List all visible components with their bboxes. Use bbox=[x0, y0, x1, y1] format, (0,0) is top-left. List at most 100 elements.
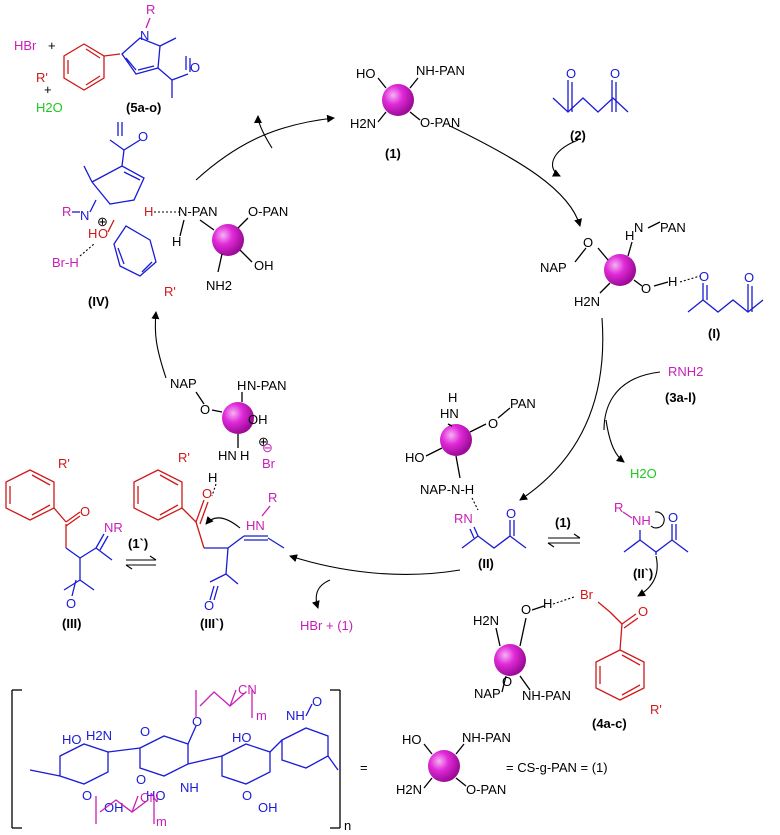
footer-cn-bottom: CN bbox=[140, 790, 159, 805]
intermediate-I: O NAP H N PAN H2N O H O O (I) bbox=[540, 220, 764, 341]
catalyst-sphere bbox=[494, 644, 526, 676]
svg-text:PAN: PAN bbox=[510, 396, 536, 411]
hbr-release: HBr + (1) bbox=[300, 618, 353, 633]
svg-text:OH: OH bbox=[104, 800, 124, 815]
svg-text:H: H bbox=[88, 226, 97, 241]
svg-text:N-PAN: N-PAN bbox=[247, 378, 286, 393]
equilibrium-III: (1`) bbox=[125, 536, 157, 570]
footer-catalyst-h2n: H2N bbox=[396, 782, 422, 797]
svg-text:O: O bbox=[192, 714, 202, 729]
svg-text:O: O bbox=[638, 604, 648, 619]
intermediate-III-prime-rprime: R' bbox=[178, 450, 190, 465]
footer-catalyst-nhpan: NH-PAN bbox=[462, 730, 511, 745]
catalyst-sphere bbox=[212, 224, 244, 256]
catalyst-nh-pan: NH-PAN bbox=[416, 63, 465, 78]
svg-text:O: O bbox=[202, 486, 212, 501]
footer-cn-top: CN bbox=[238, 682, 257, 697]
catalyst-sphere bbox=[428, 750, 460, 782]
footer-subscript-m-top: m bbox=[256, 708, 267, 723]
intermediate-III-prime: NAP O H N-PAN OH HN H ⊕ ⊖ Br H R' O O bbox=[133, 376, 286, 631]
svg-text:O: O bbox=[668, 510, 678, 525]
svg-text:⊕: ⊕ bbox=[258, 434, 269, 449]
intermediate-IV-oh: OH bbox=[254, 258, 274, 273]
svg-text:O: O bbox=[242, 788, 252, 803]
svg-text:H: H bbox=[448, 390, 457, 405]
arrow-IV-to-1 bbox=[195, 114, 335, 181]
cycle-arrows bbox=[151, 114, 661, 609]
footer-subscript-n: n bbox=[344, 818, 351, 833]
intermediate-III-prime-r: R bbox=[268, 490, 277, 505]
intermediate-III: R' O NR O (III) bbox=[5, 456, 123, 631]
intermediate-III-prime-label: (III`) bbox=[200, 616, 224, 631]
svg-text:HO: HO bbox=[405, 450, 425, 465]
product-r: R bbox=[146, 2, 155, 17]
catalyst-label: (1) bbox=[385, 146, 401, 161]
intermediate-II-prime-nh: NH bbox=[632, 513, 651, 528]
svg-text:H: H bbox=[543, 596, 552, 611]
svg-text:O: O bbox=[204, 598, 214, 613]
intermediate-II-prime-r: R bbox=[614, 500, 623, 515]
intermediate-IV-opan: O-PAN bbox=[248, 204, 288, 219]
amine-formula: RNH2 bbox=[668, 364, 703, 379]
svg-text:O: O bbox=[488, 416, 498, 431]
intermediate-I-label: (I) bbox=[708, 326, 720, 341]
intermediate-II-rn: RN bbox=[454, 511, 473, 526]
svg-text:H: H bbox=[240, 448, 249, 463]
catalyst-sphere bbox=[604, 254, 636, 286]
svg-text:H2N: H2N bbox=[86, 728, 112, 743]
intermediate-I-h2n: H2N bbox=[574, 294, 600, 309]
svg-text:O: O bbox=[190, 60, 200, 75]
svg-text:O: O bbox=[312, 694, 322, 709]
svg-text:NH: NH bbox=[180, 780, 199, 795]
bromo-ketone-4: H2N O H NAP O NH-PAN Br O R' (4a-c) bbox=[473, 587, 662, 731]
svg-text:OH: OH bbox=[258, 800, 278, 815]
svg-text:O: O bbox=[521, 602, 531, 617]
svg-text:NH-PAN: NH-PAN bbox=[522, 688, 571, 703]
water-out: H2O bbox=[630, 466, 657, 481]
arrow-II-to-IIIprime bbox=[289, 554, 461, 575]
svg-text:⊖: ⊖ bbox=[262, 440, 273, 455]
equilibrium-catalyst: (1) bbox=[555, 515, 571, 530]
intermediate-IV: O R N H H O ⊕ Br-H R' N-PAN H O-PAN OH N… bbox=[52, 122, 288, 309]
intermediate-III-label: (III) bbox=[62, 616, 82, 631]
catalyst-mid-right: H HN HO O PAN NAP-N-H bbox=[405, 390, 536, 511]
svg-text:O: O bbox=[610, 66, 620, 81]
catalyst-top: HO NH-PAN H2N O-PAN (1) bbox=[350, 63, 465, 161]
svg-text:O: O bbox=[66, 596, 76, 611]
svg-text:N: N bbox=[140, 28, 149, 43]
svg-text:O: O bbox=[744, 270, 754, 285]
footer-subscript-m-bottom: m bbox=[156, 814, 167, 829]
product-5: HBr + + H2O R' N R O (5a-o) bbox=[14, 2, 200, 115]
catalyst-h2n: H2N bbox=[350, 116, 376, 131]
svg-text:O: O bbox=[80, 504, 90, 519]
svg-text:N: N bbox=[80, 208, 89, 223]
amine-label: (3a-l) bbox=[665, 390, 696, 405]
svg-text:HO: HO bbox=[232, 730, 252, 745]
svg-text:O: O bbox=[566, 66, 576, 81]
svg-text:O: O bbox=[583, 235, 593, 250]
svg-text:H: H bbox=[625, 228, 634, 243]
svg-text:HO: HO bbox=[146, 788, 166, 803]
bromo-label: (4a-c) bbox=[592, 716, 627, 731]
intermediate-I-nap: NAP bbox=[540, 260, 567, 275]
svg-text:NAP: NAP bbox=[474, 686, 501, 701]
intermediate-III-rprime: R' bbox=[58, 456, 70, 471]
product-h2o: H2O bbox=[36, 100, 63, 115]
svg-text:OH: OH bbox=[248, 412, 268, 427]
footer-equals: = bbox=[360, 760, 368, 775]
svg-text:O: O bbox=[140, 724, 150, 739]
svg-text:H2N: H2N bbox=[473, 613, 499, 628]
svg-text:+: + bbox=[48, 38, 56, 53]
footer-cs-g-pan: = CS-g-PAN = (1) bbox=[506, 760, 608, 775]
arrow-amine-in bbox=[603, 371, 661, 431]
product-hbr: HBr bbox=[14, 38, 37, 53]
svg-text:O: O bbox=[98, 226, 108, 241]
intermediate-II-prime-label: (II`) bbox=[633, 566, 653, 581]
catalyst-sphere bbox=[440, 424, 472, 456]
intermediate-III-nr: NR bbox=[104, 520, 123, 535]
svg-text:O: O bbox=[699, 269, 709, 284]
intermediate-III-prime-hn: HN bbox=[246, 518, 265, 533]
svg-text:O: O bbox=[82, 788, 92, 803]
amine-input: RNH2 (3a-l) H2O bbox=[630, 364, 703, 481]
